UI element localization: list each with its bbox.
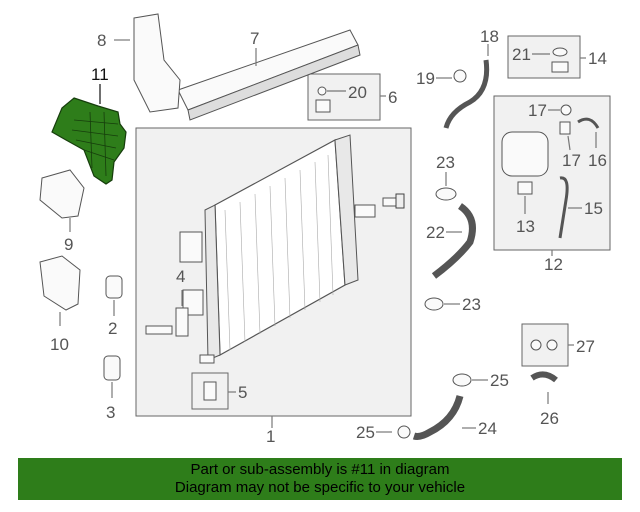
callout-23b: 23	[462, 295, 481, 314]
banner-line-1: Part or sub-assembly is #11 in diagram	[190, 461, 450, 478]
callout-4: 4	[176, 267, 185, 286]
part-6-box	[307, 73, 381, 121]
callout-11: 11	[91, 65, 109, 84]
callout-2: 2	[108, 319, 117, 338]
bushing-part-2	[105, 275, 123, 299]
cap-part-13	[517, 181, 533, 195]
callout-14: 14	[588, 49, 607, 68]
callout-22: 22	[426, 223, 445, 242]
callout-15: 15	[584, 199, 603, 218]
callout-9: 9	[64, 235, 73, 254]
reservoir	[501, 131, 549, 177]
callout-23a: 23	[436, 153, 455, 172]
bracket-part-4	[145, 307, 189, 337]
callout-5: 5	[238, 383, 247, 402]
callout-26: 26	[540, 409, 559, 428]
callout-13: 13	[516, 217, 535, 236]
callout-7: 7	[250, 29, 259, 48]
air-guide-part-11-highlight	[51, 97, 127, 185]
deflector-part-9	[39, 169, 85, 219]
callout-21: 21	[512, 45, 531, 64]
callout-27: 27	[576, 337, 595, 356]
callout-24: 24	[478, 419, 497, 438]
callout-16: 16	[588, 151, 607, 170]
callout-18: 18	[480, 27, 499, 46]
callout-12: 12	[544, 255, 563, 274]
parts-diagram: 1 2 3 4 5 20 6 7 8 9	[39, 13, 611, 446]
callout-25b: 25	[356, 423, 375, 442]
info-banner: Part or sub-assembly is #11 in diagram D…	[18, 458, 622, 500]
callout-6: 6	[388, 88, 397, 107]
callout-1: 1	[266, 427, 275, 446]
banner-line-2: Diagram may not be specific to your vehi…	[174, 479, 466, 496]
callout-20: 20	[348, 83, 367, 102]
radiator	[179, 134, 376, 364]
callout-10: 10	[50, 335, 69, 354]
callout-8: 8	[97, 31, 106, 50]
deflector-part-10	[39, 255, 81, 311]
callout-19: 19	[416, 69, 435, 88]
callout-25a: 25	[490, 371, 509, 390]
callout-3: 3	[106, 403, 115, 422]
upper-support-part-7	[177, 29, 361, 121]
part-27-box	[521, 323, 569, 367]
shield-part-8	[133, 13, 181, 113]
radiator-bolt	[382, 193, 405, 209]
callout-17b: 17	[562, 151, 581, 170]
callout-17a: 17	[528, 101, 547, 120]
mount-part-3	[103, 355, 121, 381]
